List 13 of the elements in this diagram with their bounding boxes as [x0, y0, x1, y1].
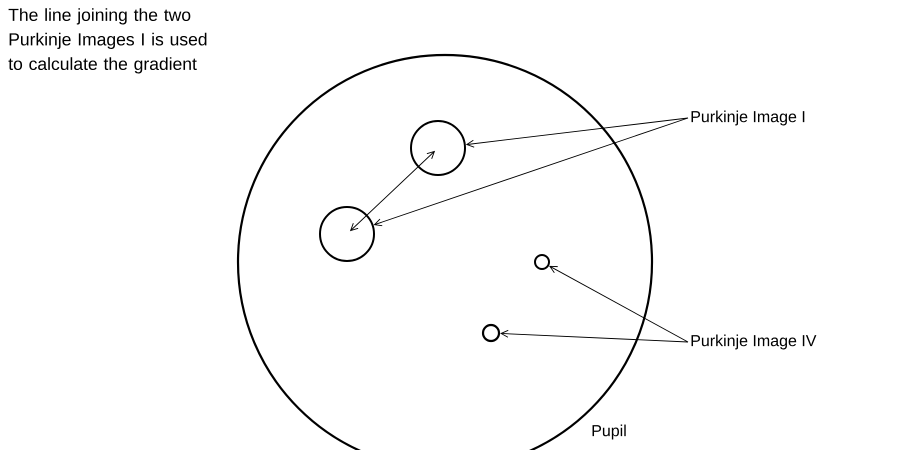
arrow: [500, 330, 688, 342]
callout-label: Purkinje Image IV: [692, 334, 816, 350]
arrow: [466, 118, 688, 148]
pupil-label: Pupil: [592, 424, 626, 440]
image-circle: [319, 206, 375, 262]
image-circle: [534, 254, 550, 270]
note-text: The line joining the two Purkinje Images I is used to calculate the gradient: [8, 8, 206, 74]
arrow: [350, 150, 436, 232]
arrow: [549, 266, 688, 342]
callout-label: Purkinje Image I: [692, 110, 804, 126]
image-circle: [482, 324, 500, 342]
image-circle: [410, 120, 466, 176]
arrow: [374, 118, 688, 226]
